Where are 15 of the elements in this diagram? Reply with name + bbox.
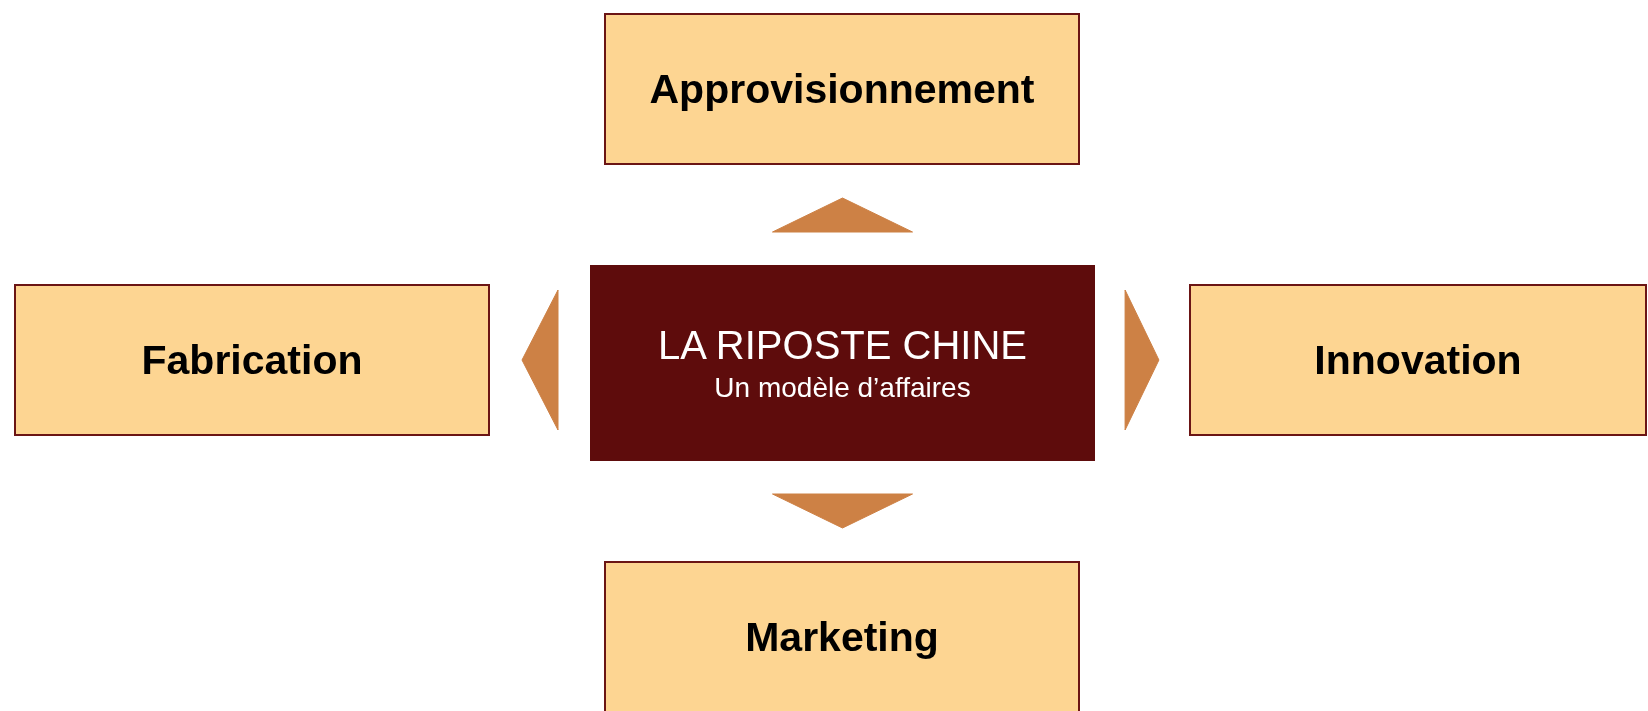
arrow [1124, 289, 1160, 431]
arrow [772, 197, 913, 233]
box-label: Fabrication [141, 336, 363, 384]
box-label: Marketing [745, 613, 939, 661]
central-box [590, 265, 1095, 461]
arrow [521, 289, 559, 431]
subtitle-text: Un modèle d’affaires [714, 371, 971, 404]
process-box [604, 561, 1080, 711]
process-box [1189, 284, 1647, 436]
box-label: Approvisionnement [649, 65, 1035, 113]
process-box [14, 284, 490, 436]
title-text: LA RIPOSTE CHINE [658, 322, 1027, 368]
box-label: Innovation [1314, 336, 1522, 384]
arrow [772, 493, 913, 529]
process-box [604, 13, 1080, 165]
